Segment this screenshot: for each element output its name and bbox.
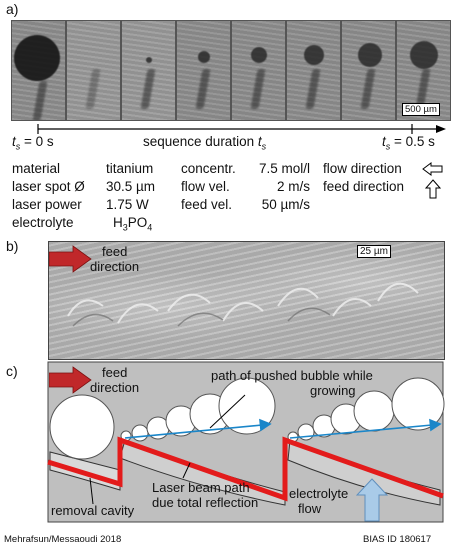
- electrolyte-flow-line1: electrolyte: [289, 486, 349, 501]
- sequence-frame-1: [11, 20, 66, 121]
- param-label: material: [12, 161, 61, 176]
- sem-features: [67, 282, 419, 327]
- t-end-label: ts = 0.5 s: [382, 134, 435, 152]
- feed-direction-arrow-c: [49, 366, 92, 394]
- param-col2-values: 7.5 mol/l 2 m/s 50 µm/s: [248, 160, 310, 214]
- sequence-frame-2: [66, 20, 121, 121]
- scale-bar-b-label: 25 µm: [360, 246, 388, 257]
- bubble-path-line1: path of pushed bubble while: [211, 368, 373, 383]
- seq-text: sequence duration: [143, 134, 258, 149]
- t-end-sub: s: [385, 141, 391, 152]
- param-label: feed vel.: [181, 197, 233, 212]
- t-start-value: = 0 s: [20, 134, 54, 149]
- param-label: concentr.: [181, 161, 236, 176]
- feed-line2-c: direction: [90, 380, 140, 395]
- electrolyte-flow-line2: flow: [298, 501, 322, 516]
- sequence-frame-7: [341, 20, 396, 121]
- feed-line1-c: feed: [102, 365, 128, 380]
- sequence-frame-4: [176, 20, 231, 121]
- feed-line2-b: direction: [90, 259, 140, 274]
- param-legend: flow direction feed direction: [323, 160, 404, 196]
- param-value: 7.5 mol/l: [258, 161, 310, 176]
- legend-flow-direction: flow direction: [323, 161, 402, 176]
- panel-c-label: c): [6, 363, 18, 379]
- sequence-frame-8: 500 µm: [396, 20, 451, 121]
- feed-direction-arrow-b: [49, 245, 92, 273]
- laser-path-line2: due total reflection: [152, 495, 259, 510]
- param-value: titanium: [106, 161, 154, 176]
- scale-bar-a: 500 µm: [402, 103, 440, 116]
- footer-right: BIAS ID 180617: [363, 534, 432, 545]
- seq-var: t: [257, 134, 262, 149]
- bubble-path-line2: growing: [310, 383, 356, 398]
- feed-line1-b: feed: [102, 244, 128, 259]
- scale-bar-b: 25 µm: [357, 245, 391, 258]
- param-col1-labels: material laser spot Ø laser power electr…: [12, 160, 85, 232]
- bubble-path-label: path of pushed bubble while growing: [211, 368, 373, 398]
- t-start-sub: s: [15, 141, 21, 152]
- electrolyte-flow-label: electrolyte flow: [289, 486, 348, 516]
- up-arrow-icon: [425, 179, 441, 199]
- param-label: laser power: [12, 197, 82, 212]
- param-label: flow vel.: [181, 179, 230, 194]
- left-arrow-icon: [422, 162, 443, 176]
- sequence-frame-3: [121, 20, 176, 121]
- time-axis: [37, 124, 446, 134]
- t-end-var: t: [382, 134, 386, 149]
- param-value: 50 µm/s: [261, 197, 310, 212]
- feed-direction-label-b: feed direction: [90, 244, 139, 274]
- param-label: laser spot Ø: [12, 179, 85, 194]
- footer-left: Mehrafsun/Messaoudi 2018: [4, 534, 122, 545]
- sequence-frame-6: [286, 20, 341, 121]
- param-value: 1.75 W: [106, 197, 149, 212]
- t-end-value: = 0.5 s: [390, 134, 435, 149]
- param-col2-labels: concentr. flow vel. feed vel.: [181, 160, 236, 214]
- param-value: 30.5 µm: [106, 179, 156, 194]
- panel-a-label: a): [6, 1, 19, 17]
- scale-bar-a-label: 500 µm: [405, 104, 437, 115]
- panel-b-label: b): [6, 238, 19, 254]
- t-start-label: ts = 0 s: [12, 134, 54, 152]
- param-value-electrolyte: H3PO4: [113, 215, 153, 233]
- removal-cavity-label: removal cavity: [51, 503, 135, 518]
- param-value: 2 m/s: [276, 179, 310, 194]
- param-label: electrolyte: [12, 215, 74, 230]
- laser-path-line1: Laser beam path: [152, 480, 250, 495]
- feed-direction-label-c: feed direction: [90, 365, 139, 395]
- seq-sub: s: [261, 141, 267, 152]
- sequence-duration-label: sequence duration ts: [143, 134, 266, 152]
- flow-up-arrow: [356, 478, 388, 522]
- param-col1-values: titanium 30.5 µm 1.75 W H3PO4: [106, 160, 155, 237]
- t-start-var: t: [12, 134, 16, 149]
- legend-feed-direction: feed direction: [323, 179, 405, 194]
- laser-path-label: Laser beam path due total reflection: [152, 480, 258, 510]
- sequence-frame-5: [231, 20, 286, 121]
